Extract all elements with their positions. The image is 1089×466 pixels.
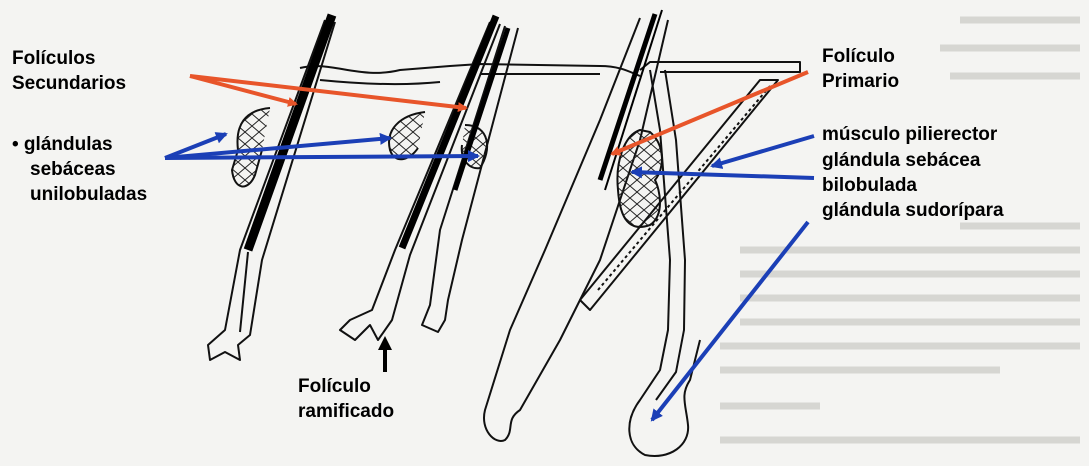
label-line: Secundarios — [12, 71, 126, 96]
label-line: Folículos — [12, 46, 126, 71]
label-foliculo-ramificado: Folículo ramificado — [298, 374, 394, 424]
label-line: Primario — [822, 69, 899, 94]
label-line: unilobuladas — [12, 182, 147, 207]
label-glandulas-sebaceas-unilobuladas: • glándulas sebáceas unilobuladas — [12, 132, 147, 207]
label-musculo-pilierector: músculo pilierector — [822, 122, 997, 147]
label-line: ramificado — [298, 399, 394, 424]
label-foliculos-secundarios: Folículos Secundarios — [12, 46, 126, 96]
label-line: sebáceas — [12, 157, 147, 182]
label-line: glándula sebácea — [822, 148, 980, 173]
label-glandula-sebacea-bilobulada: glándula sebácea bilobulada — [822, 148, 980, 198]
label-line: Folículo — [822, 44, 899, 69]
background-text-lines — [720, 20, 1080, 440]
arrow-gland-3 — [165, 156, 478, 158]
label-line: bilobulada — [822, 173, 980, 198]
label-glandula-sudoripara: glándula sudorípara — [822, 198, 1004, 223]
label-line: músculo pilierector — [822, 122, 997, 147]
blue-arrows — [165, 134, 814, 420]
label-line: Folículo — [298, 374, 394, 399]
skin-surface-right — [640, 62, 800, 72]
label-line: glándula sudorípara — [822, 198, 1004, 223]
label-foliculo-primario: Folículo Primario — [822, 44, 899, 94]
skin-surface-lower — [320, 80, 440, 84]
sweat-gland — [629, 70, 700, 456]
sebaceous-gland-2a — [389, 112, 425, 159]
label-line: • glándulas — [12, 132, 147, 157]
